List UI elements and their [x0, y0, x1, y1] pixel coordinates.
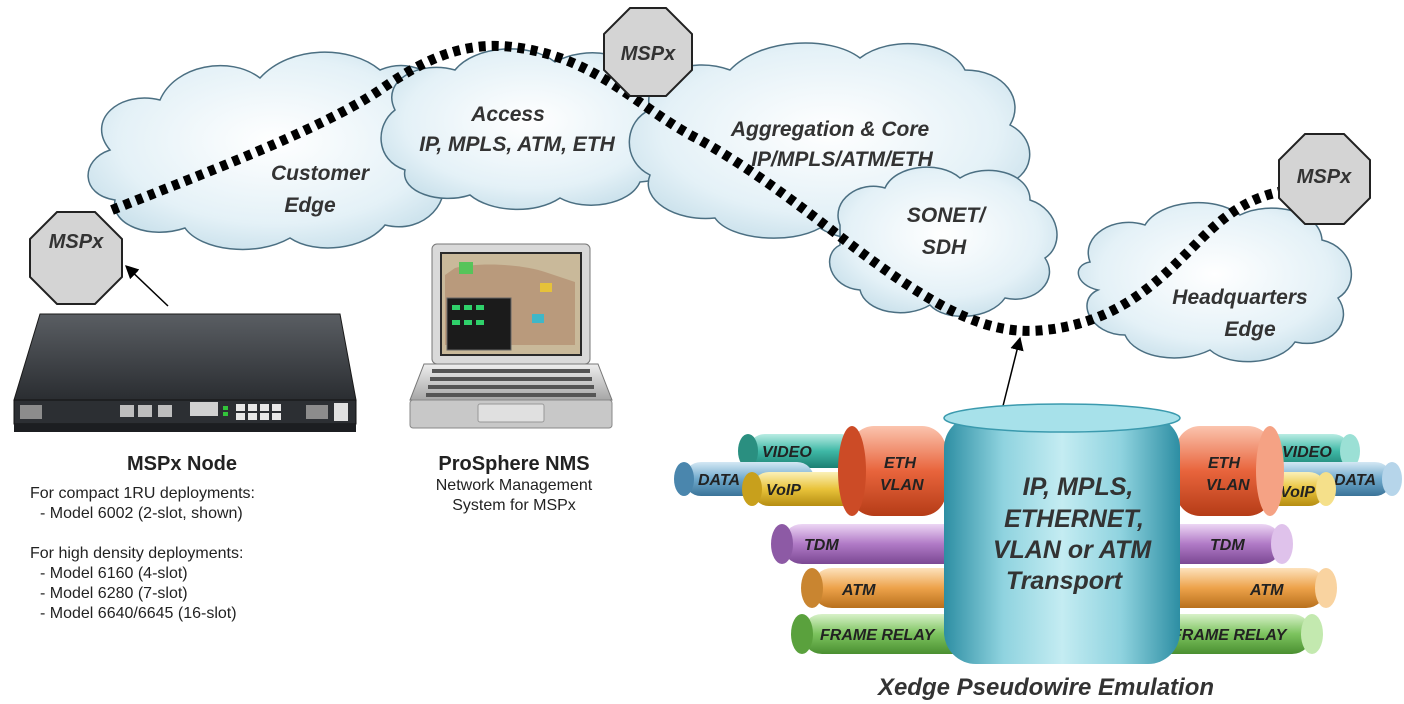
- pseudowire-path: [110, 40, 1291, 336]
- transport-label-1: IP, MPLS,: [1023, 473, 1134, 501]
- node-line-2: - Model 6002 (2-slot, shown): [40, 505, 243, 522]
- arrow-to-mspx-node: [125, 265, 169, 307]
- sonet-label-1: SONET/: [907, 204, 987, 227]
- tube-eth-left-label-1: ETH: [884, 455, 916, 472]
- cloud-sonet-sdh: [829, 166, 1058, 317]
- nms-line-1: Network Management: [436, 477, 593, 494]
- tube-eth-left: ETH VLAN: [838, 426, 946, 516]
- transport-tube: IP, MPLS, ETHERNET, VLAN or ATM Transpor…: [943, 403, 1181, 664]
- tube-video-left: VIDEO: [738, 434, 858, 468]
- sonet-label-2: SDH: [922, 236, 967, 259]
- tube-voip-left-label: VoIP: [766, 482, 801, 499]
- node-line-6: - Model 6640/6645 (16-slot): [40, 605, 237, 622]
- tube-eth-right: ETH VLAN: [1176, 426, 1284, 516]
- transport-label-2: ETHERNET,: [1004, 505, 1144, 533]
- mspx-node-title: MSPx Node: [127, 453, 237, 475]
- nms-title: ProSphere NMS: [438, 453, 589, 475]
- tube-data-right-label: DATA: [1334, 472, 1376, 489]
- pseudowire-caption: Xedge Pseudowire Emulation: [876, 674, 1214, 701]
- customer-edge-label-1: Customer: [271, 162, 371, 185]
- prosphere-nms-laptop: [409, 243, 613, 429]
- mspx-label-left: MSPx: [49, 231, 104, 253]
- mspx-octagon-left: MSPx: [29, 211, 123, 305]
- pseudowire-illustration: VIDEO DATA VoIP ETH VLAN VIDEO DATA: [674, 403, 1402, 664]
- customer-edge-label-2: Edge: [284, 194, 336, 217]
- tube-tdm-right-label: TDM: [1210, 537, 1245, 554]
- mspx-octagon-right: MSPx: [1278, 133, 1371, 225]
- transport-label-3: VLAN or ATM: [993, 536, 1152, 564]
- hq-edge-label-1: Headquarters: [1172, 286, 1307, 309]
- access-label-2: IP, MPLS, ATM, ETH: [419, 133, 615, 156]
- tube-eth-left-label-2: VLAN: [880, 477, 924, 494]
- mspx-node-device: [13, 313, 357, 432]
- mspx-label-top: MSPx: [621, 43, 676, 65]
- access-label-1: Access: [470, 103, 545, 126]
- core-label-2: IP/MPLS/ATM/ETH: [751, 148, 933, 171]
- tube-data-left-label: DATA: [698, 472, 740, 489]
- tube-atm-right-label: ATM: [1249, 582, 1284, 599]
- tube-fr-right-label: FRAME RELAY: [1172, 627, 1288, 644]
- nms-line-2: System for MSPx: [452, 497, 576, 514]
- tube-atm-left-label: ATM: [841, 582, 876, 599]
- tube-video-right-label: VIDEO: [1282, 444, 1332, 461]
- node-line-1: For compact 1RU deployments:: [30, 485, 255, 502]
- cloud-headquarters-edge: [1077, 202, 1353, 363]
- tube-tdm-left-label: TDM: [804, 537, 839, 554]
- node-line-5: - Model 6280 (7-slot): [40, 585, 188, 602]
- core-label-1: Aggregation & Core: [730, 118, 930, 141]
- node-line-3: For high density deployments:: [30, 545, 243, 562]
- node-line-4: - Model 6160 (4-slot): [40, 565, 188, 582]
- arrow-to-pseudowire: [1002, 336, 1024, 407]
- tube-fr-left-label: FRAME RELAY: [820, 627, 936, 644]
- transport-label-4: Transport: [1006, 567, 1124, 595]
- tube-voip-left: VoIP: [742, 472, 862, 506]
- mspx-label-right: MSPx: [1297, 166, 1352, 188]
- tube-video-left-label: VIDEO: [762, 444, 812, 461]
- tube-eth-right-label-1: ETH: [1208, 455, 1240, 472]
- mspx-octagon-top: MSPx: [603, 7, 693, 97]
- tube-voip-right-label: VoIP: [1280, 484, 1315, 501]
- hq-edge-label-2: Edge: [1224, 318, 1276, 341]
- tube-eth-right-label-2: VLAN: [1206, 477, 1250, 494]
